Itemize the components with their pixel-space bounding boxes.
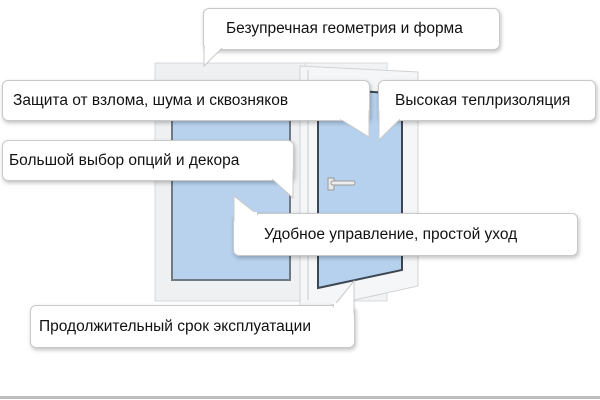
bottom-divider bbox=[0, 396, 600, 399]
window-handle-icon bbox=[327, 177, 356, 191]
callout-insulation: Высокая теплризоляция bbox=[378, 80, 596, 121]
callout-protection-text: Защита от взлома, шума и сквозняков bbox=[13, 91, 289, 109]
callout-options: Большой выбор опций и декора bbox=[2, 140, 294, 181]
callout-lifetime: Продолжительный срок эксплуатации bbox=[30, 305, 355, 348]
callout-protection: Защита от взлома, шума и сквозняков bbox=[2, 80, 370, 121]
callout-options-text: Большой выбор опций и декора bbox=[9, 151, 240, 169]
callout-insulation-text: Высокая теплризоляция bbox=[395, 91, 571, 109]
callout-lifetime-text: Продолжительный срок эксплуатации bbox=[39, 317, 311, 335]
callout-control-text: Удобное управление, простой уход bbox=[264, 225, 518, 243]
callout-geometry: Безупречная геометрия и форма bbox=[203, 8, 500, 50]
callout-geometry-text: Безупречная геометрия и форма bbox=[226, 20, 463, 37]
callout-control: Удобное управление, простой уход bbox=[233, 213, 578, 256]
